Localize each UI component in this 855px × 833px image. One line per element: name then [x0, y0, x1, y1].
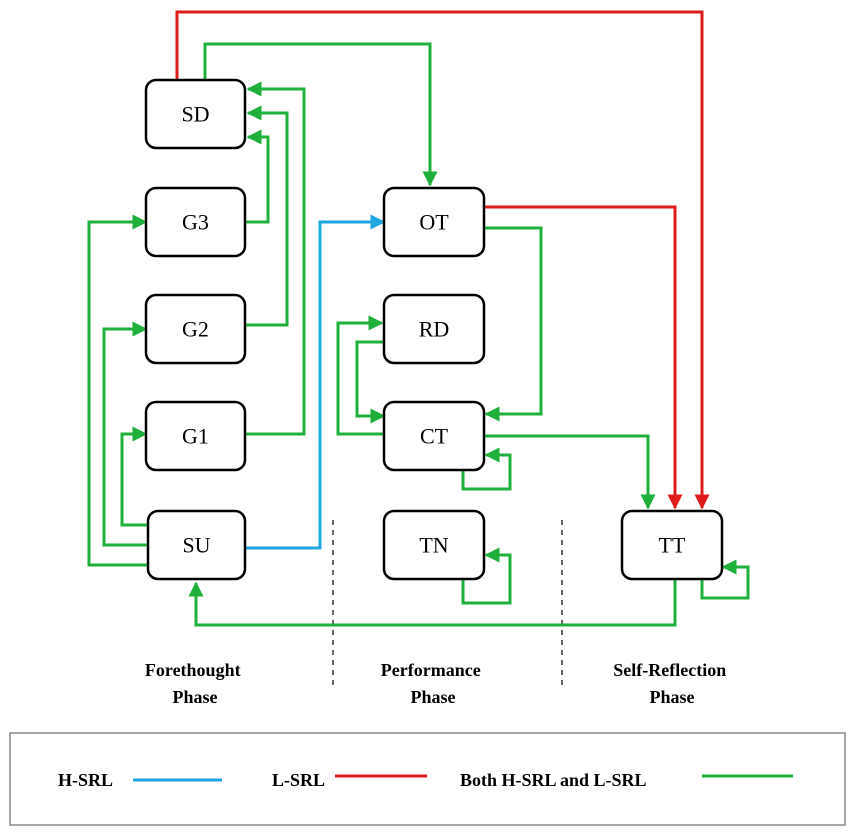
edge-ct-self-loop [461, 447, 512, 491]
edge-sd-to-ot [203, 42, 438, 187]
node-g1: G1 [144, 400, 247, 472]
node-ot: OT [382, 186, 486, 258]
edge-g1-to-sd [245, 81, 306, 436]
node-su: SU [146, 509, 247, 581]
node-ct-label: CT [420, 424, 449, 449]
phase-label-forethought-line1: Forethought [145, 660, 241, 680]
edge-su-to-g3 [87, 214, 148, 567]
edge-ct-to-tt [484, 434, 656, 510]
edge-g3-to-sd [245, 129, 270, 224]
legend-h-srl-label: H-SRL [58, 770, 113, 790]
node-tt-label: TT [659, 533, 686, 558]
edge-g2-to-sd [245, 105, 289, 327]
node-sd-label: SD [181, 102, 209, 127]
edge-rd-to-ct [355, 340, 386, 424]
edge-su-to-ot [245, 214, 386, 550]
node-su-label: SU [182, 533, 210, 558]
edge-tt-to-su [188, 579, 677, 627]
phase-label-performance-line1: Performance [381, 660, 481, 680]
phase-label-self-reflection: Self-Reflection Phase [613, 660, 730, 707]
phase-label-self-reflection-line1: Self-Reflection [613, 660, 726, 680]
phase-label-performance-line2: Phase [411, 687, 456, 707]
legend-l-srl-label: L-SRL [272, 770, 325, 790]
edge-su-to-g2 [102, 321, 148, 547]
node-ct: CT [382, 400, 486, 472]
node-tn-label: TN [419, 533, 448, 558]
node-g1-label: G1 [182, 424, 209, 449]
phase-label-forethought: Forethought Phase [145, 660, 245, 707]
node-rd: RD [382, 293, 486, 365]
edge-tn-self-loop [461, 547, 512, 605]
edge-ot-to-ct [484, 226, 543, 422]
node-g2-label: G2 [182, 317, 209, 342]
edge-ot-to-tt [484, 205, 683, 510]
edge-su-to-g1 [120, 426, 148, 527]
node-ot-label: OT [419, 210, 449, 235]
edge-sd-to-tt [175, 10, 710, 510]
edge-ct-to-rd [336, 315, 384, 436]
node-g3-label: G3 [182, 210, 209, 235]
phase-label-self-reflection-line2: Phase [650, 687, 695, 707]
node-g2: G2 [144, 293, 247, 365]
phase-label-forethought-line2: Phase [173, 687, 218, 707]
legend: H-SRL L-SRL Both H-SRL and L-SRL [9, 732, 846, 826]
node-rd-label: RD [419, 317, 450, 342]
node-g3: G3 [144, 186, 247, 258]
node-tt: TT [620, 509, 724, 581]
phase-label-performance: Performance Phase [381, 660, 485, 707]
edge-tt-self-loop [700, 559, 750, 600]
legend-both-label: Both H-SRL and L-SRL [460, 770, 647, 790]
node-sd: SD [144, 78, 247, 150]
node-tn: TN [382, 509, 486, 581]
